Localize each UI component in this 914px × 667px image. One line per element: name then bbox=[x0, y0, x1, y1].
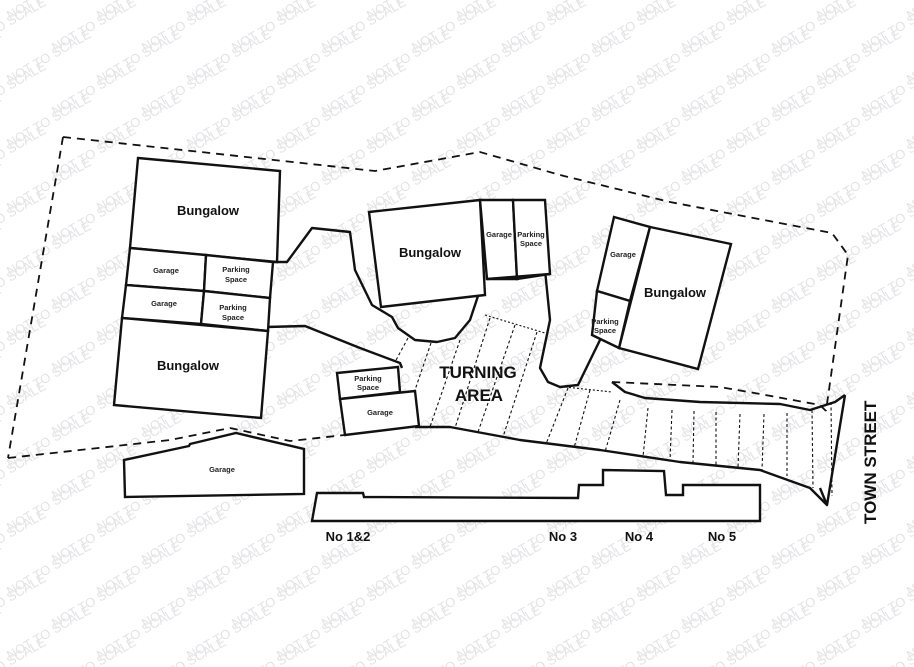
watermark-text: NOT TO SCALE bbox=[904, 0, 914, 23]
garage-right-label: Garage bbox=[610, 250, 636, 259]
garage-left-2-label: Garage bbox=[151, 299, 177, 308]
bungalow-center[interactable] bbox=[367, 198, 487, 309]
watermark-text: NOT TO SCALE bbox=[0, 474, 4, 534]
parking-left-1-label-2: Space bbox=[225, 275, 247, 284]
watermark-text: NOT TO SCALE bbox=[0, 346, 4, 406]
watermark-text: NOT TO SCALE bbox=[0, 154, 4, 214]
parking-lower-label-2: Space bbox=[357, 383, 379, 392]
turning-area-label-2: AREA bbox=[455, 386, 503, 405]
bungalow-center-label: Bungalow bbox=[399, 245, 462, 260]
parking-center-label-1: Parking bbox=[517, 230, 545, 239]
parking-lower-label-1: Parking bbox=[354, 374, 382, 383]
house-no-1-2-label: No 1&2 bbox=[326, 529, 371, 544]
watermark-text: NOT TO SCALE bbox=[0, 250, 49, 310]
bungalow-right-label: Bungalow bbox=[644, 285, 707, 300]
watermark-text: NOT TO SCALE bbox=[0, 570, 49, 630]
watermark-text: NOT TO SCALE bbox=[0, 26, 4, 86]
parking-right[interactable] bbox=[590, 289, 632, 350]
houses-terrace[interactable] bbox=[310, 468, 762, 523]
watermark-text: NOT TO SCALE bbox=[0, 282, 4, 342]
left-block: Bungalow Garage Parking Space Garage Par… bbox=[112, 156, 282, 420]
bungalow-top-left[interactable] bbox=[128, 156, 282, 264]
parking-left-2-label-2: Space bbox=[222, 313, 244, 322]
site-boundary-left bbox=[7, 136, 64, 459]
parking-center-label-2: Space bbox=[520, 239, 542, 248]
access-road-edge-south bbox=[415, 394, 847, 507]
bungalow-bottom-left-label: Bungalow bbox=[157, 358, 220, 373]
garage-bottom-left[interactable] bbox=[122, 431, 306, 499]
turning-area-bays bbox=[394, 314, 833, 497]
bungalow-bottom-left[interactable] bbox=[112, 316, 270, 420]
garage-lower-label: Garage bbox=[367, 408, 393, 417]
house-no-3-label: No 3 bbox=[549, 529, 577, 544]
watermark-text: NOT TO SCALE bbox=[0, 602, 4, 662]
watermark-text: NOT TO SCALE bbox=[0, 378, 49, 438]
parking-right-label-1: Parking bbox=[591, 317, 619, 326]
watermark-text: NOT TO SCALE bbox=[0, 538, 4, 598]
garage-bottom-left-label: Garage bbox=[209, 465, 235, 474]
town-street-label: TOWN STREET bbox=[861, 400, 880, 524]
garage-center[interactable] bbox=[478, 198, 519, 281]
watermark-text: NOT TO SCALE bbox=[0, 410, 4, 470]
right-block: Garage Bungalow Parking Space bbox=[590, 215, 733, 371]
parking-right-label-2: Space bbox=[594, 326, 616, 335]
access-road-edge-east bbox=[538, 269, 617, 389]
parking-left-1-label-1: Parking bbox=[222, 265, 250, 274]
access-road-edge-loop-left bbox=[265, 324, 404, 369]
access-road-edge-street-south bbox=[818, 487, 829, 506]
center-block: Bungalow Garage Parking Space bbox=[367, 198, 552, 309]
lower-block: Parking Space Garage bbox=[335, 365, 421, 437]
watermark-text: NOT TO SCALE bbox=[0, 186, 49, 246]
house-no-5-label: No 5 bbox=[708, 529, 736, 544]
watermark-text: NOT TO SCALE bbox=[0, 90, 4, 150]
watermark-text: NOT TO SCALE bbox=[0, 122, 49, 182]
center-forecourt-edge bbox=[486, 272, 551, 281]
watermark-text: NOT TO SCALE bbox=[0, 58, 49, 118]
bungalow-top-left-label: Bungalow bbox=[177, 203, 240, 218]
watermark-text: NOT TO SCALE bbox=[0, 442, 49, 502]
garage-lower[interactable] bbox=[338, 389, 421, 437]
house-no-4-label: No 4 bbox=[625, 529, 654, 544]
access-road-edge-north bbox=[268, 226, 482, 344]
watermark-text: NOT TO SCALE bbox=[0, 506, 49, 566]
watermark-text: NOT TO SCALE bbox=[0, 218, 4, 278]
garage-center-label: Garage bbox=[486, 230, 512, 239]
garage-left-1-label: Garage bbox=[153, 266, 179, 275]
parking-left-2-label-1: Parking bbox=[219, 303, 247, 312]
turning-area-label-1: TURNING bbox=[439, 363, 516, 382]
